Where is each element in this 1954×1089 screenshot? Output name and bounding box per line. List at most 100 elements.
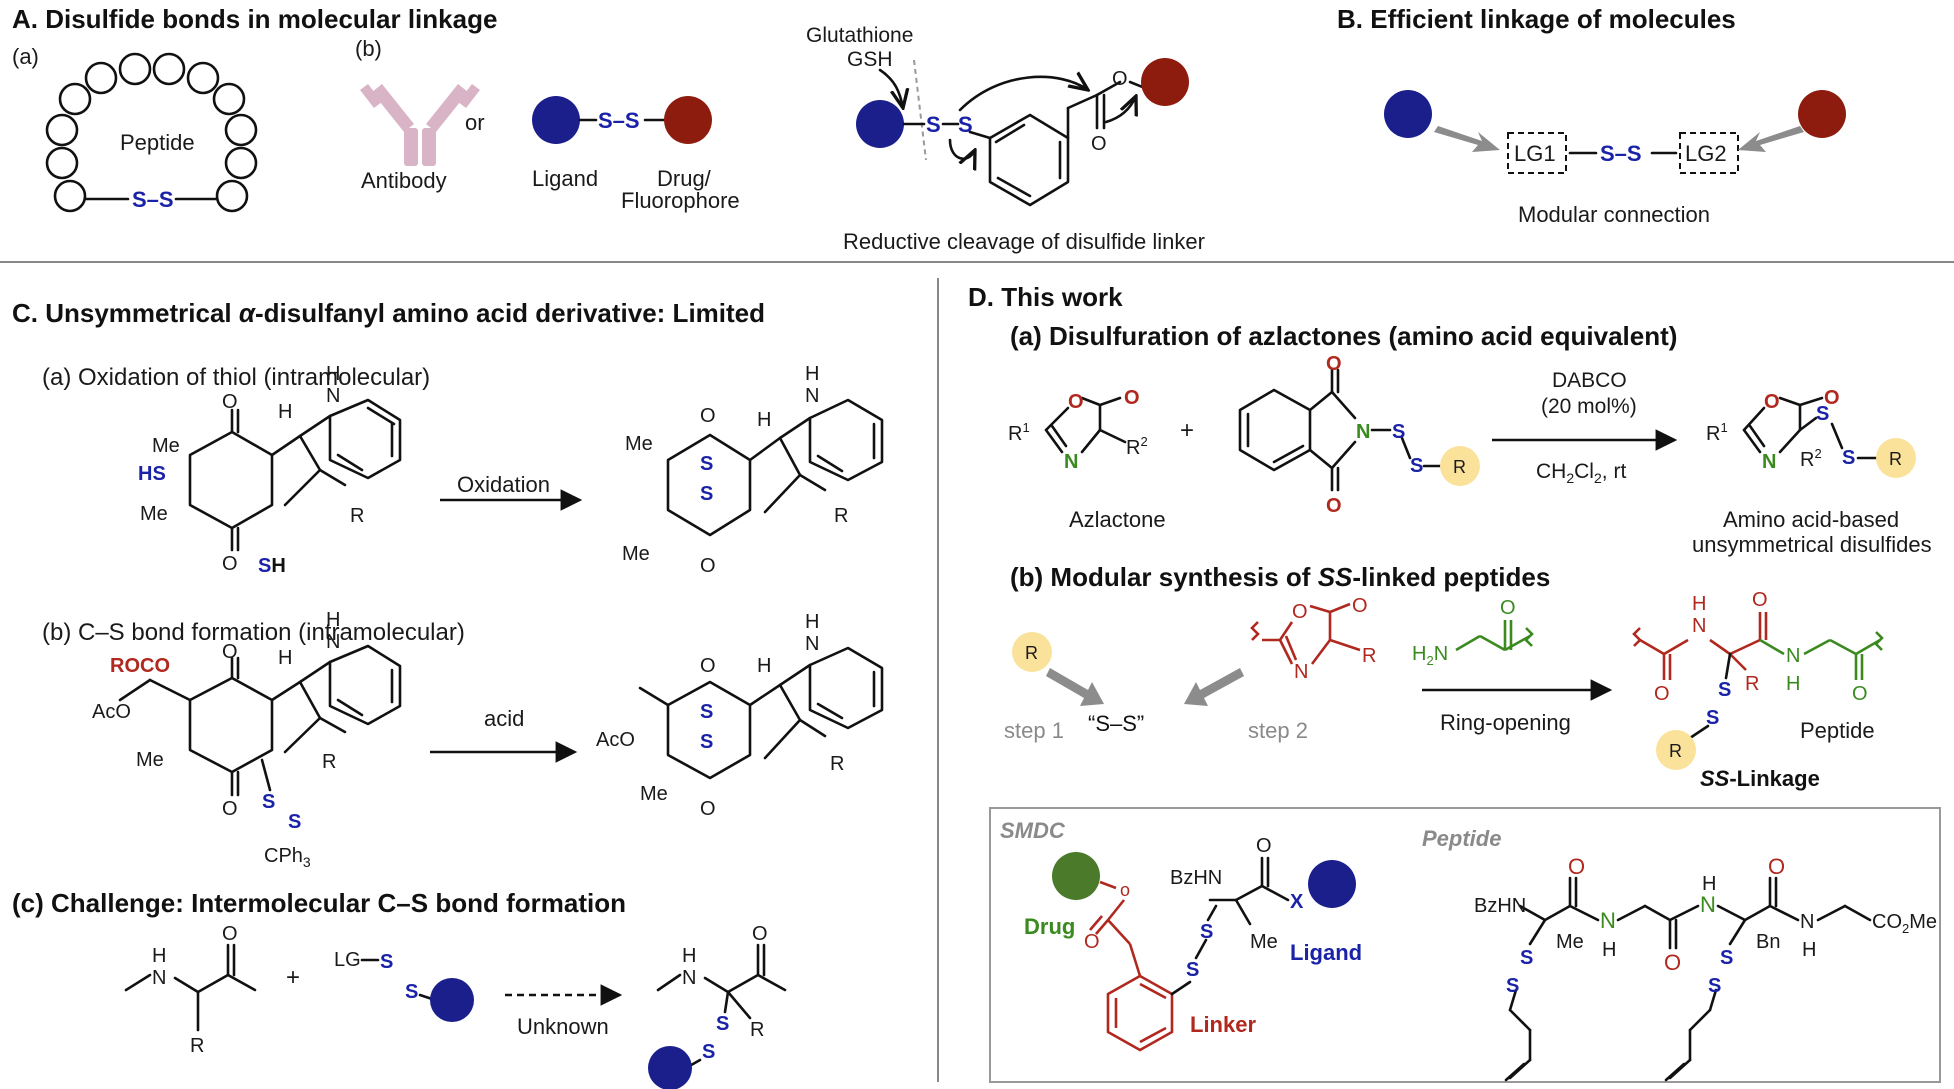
pex-s1: S bbox=[1520, 947, 1533, 969]
d-plus: + bbox=[1180, 417, 1194, 444]
smdc-linker-label: Linker bbox=[1190, 1012, 1256, 1037]
c-b-s2: S bbox=[288, 811, 301, 833]
panel-b-red-ball bbox=[1798, 90, 1846, 138]
unknown-label: Unknown bbox=[517, 1014, 609, 1039]
d-az-o: O bbox=[1068, 391, 1084, 413]
pex-n1-h: H bbox=[1602, 939, 1616, 961]
d-ph-r: R bbox=[1453, 457, 1466, 477]
c-a2-r: R bbox=[834, 505, 848, 527]
pep-r: R bbox=[1745, 673, 1759, 695]
panel-a-sub-a: (a) bbox=[12, 44, 39, 69]
product-label-1: Amino acid-based bbox=[1723, 507, 1899, 532]
cleavage-s1: S bbox=[926, 112, 941, 137]
smdc-ligand-label: Ligand bbox=[1290, 940, 1362, 965]
d-ph-s1: S bbox=[1392, 421, 1405, 443]
step2-n: N bbox=[1294, 661, 1308, 683]
glycine-structure bbox=[1455, 620, 1534, 652]
ss-peptide-product bbox=[1632, 612, 1884, 740]
pep-o2: O bbox=[1752, 589, 1768, 611]
ligand-drug-ss: S–S bbox=[598, 108, 640, 133]
c-a-hs: HS bbox=[138, 463, 166, 485]
acid-label: acid bbox=[484, 706, 524, 731]
step2-o2: O bbox=[1352, 595, 1368, 617]
c-a-o2: O bbox=[222, 553, 238, 575]
pep-n-h: H bbox=[1786, 673, 1800, 695]
d-pr-s1: S bbox=[1816, 403, 1829, 425]
acid-product bbox=[638, 646, 884, 780]
c-b2-me: Me bbox=[640, 783, 668, 805]
smdc-drug-ball bbox=[1052, 852, 1100, 900]
c-b2-nh: N bbox=[805, 633, 819, 655]
c-b-o1: O bbox=[222, 641, 238, 663]
ss-linkage-label: SS-Linkage bbox=[1700, 766, 1820, 791]
smdc-me: Me bbox=[1250, 931, 1278, 953]
c-c-s2: S bbox=[405, 981, 418, 1003]
cleavage-o-carbonyl: O bbox=[1091, 133, 1107, 155]
c-b2-s1: S bbox=[700, 701, 713, 723]
step2-arrow bbox=[1184, 668, 1244, 706]
smdc-bzhn: BzHN bbox=[1170, 867, 1222, 889]
smdc-label: SMDC bbox=[1000, 818, 1066, 843]
step1-label: step 1 bbox=[1004, 718, 1064, 743]
or-label: or bbox=[465, 110, 485, 135]
panel-d-title: D. This work bbox=[968, 282, 1123, 312]
smdc-o: o bbox=[1120, 880, 1130, 900]
pex-me: Me bbox=[1556, 931, 1584, 953]
c-a-sh: SH bbox=[258, 555, 286, 577]
cleavage-drug-ball bbox=[1141, 58, 1189, 106]
c-c2-s1: S bbox=[716, 1013, 729, 1035]
c-b2-s2: S bbox=[700, 731, 713, 753]
examples-box bbox=[989, 807, 1941, 1083]
pex-bzhn: BzHN bbox=[1474, 895, 1526, 917]
peptide-label: Peptide bbox=[120, 130, 195, 155]
c-b2-nh-h: H bbox=[805, 611, 819, 633]
d-az-r2: R2 bbox=[1126, 434, 1148, 459]
d-pr-r-ball bbox=[1876, 438, 1916, 478]
pep-r-ball-label: R bbox=[1669, 741, 1682, 761]
pex-o3: O bbox=[1768, 854, 1785, 879]
c-b2-h: H bbox=[757, 655, 771, 677]
d-az-n: N bbox=[1064, 451, 1078, 473]
c-a-nh-h: H bbox=[326, 363, 340, 385]
c-a2-me1: Me bbox=[625, 433, 653, 455]
smdc-ligand-ball bbox=[1308, 860, 1356, 908]
step2-label: step 2 bbox=[1248, 718, 1308, 743]
panel-a-sub-b: (b) bbox=[355, 36, 382, 61]
panel-d-b-label: (b) Modular synthesis of SS-linked pepti… bbox=[1010, 562, 1550, 592]
d-az-o2: O bbox=[1124, 387, 1140, 409]
step-r: R bbox=[1025, 643, 1038, 663]
panel-b-right-arrow bbox=[1738, 126, 1804, 152]
c-b-o2: O bbox=[222, 798, 238, 820]
azlactone-structure bbox=[1044, 396, 1127, 454]
c-a2-nh-h: H bbox=[805, 363, 819, 385]
c-a2-o1: O bbox=[700, 405, 716, 427]
ring-opening-label: Ring-opening bbox=[1440, 710, 1571, 735]
c-b-nh-h: H bbox=[326, 609, 340, 631]
step-r-ball bbox=[1012, 632, 1052, 672]
panel-d-a-label: (a) Disulfuration of azlactones (amino a… bbox=[1010, 321, 1677, 351]
product-label-2: unsymmetrical disulfides bbox=[1692, 532, 1932, 557]
c-a2-o2: O bbox=[700, 555, 716, 577]
lg1-label: LG1 bbox=[1514, 141, 1556, 166]
c-b-cph3: CPh3 bbox=[264, 845, 311, 870]
peptide-ring bbox=[45, 52, 258, 213]
challenge-reactant bbox=[124, 943, 257, 1032]
c-c2-s2: S bbox=[702, 1041, 715, 1063]
pep-o1: O bbox=[1654, 683, 1670, 705]
panel-a-title: A. Disulfide bonds in molecular linkage bbox=[12, 4, 497, 34]
pex-n3-h: H bbox=[1802, 939, 1816, 961]
gsh-label: GSH bbox=[847, 48, 893, 71]
fluorophore-label: Fluorophore bbox=[621, 188, 740, 213]
c-a2-h: H bbox=[757, 409, 771, 431]
c-c-plus: + bbox=[286, 964, 300, 991]
step2-o: O bbox=[1292, 601, 1308, 623]
c-b-r: R bbox=[322, 751, 336, 773]
d-ph-o1: O bbox=[1326, 353, 1342, 375]
c-b2-r: R bbox=[830, 753, 844, 775]
pep-s1: S bbox=[1718, 679, 1731, 701]
panel-b-title: B. Efficient linkage of molecules bbox=[1337, 4, 1736, 34]
smdc-drug-label: Drug bbox=[1024, 914, 1075, 939]
glutathione-label: Glutathione bbox=[806, 24, 913, 47]
smdc-carbonyl-o: O bbox=[1256, 835, 1272, 857]
